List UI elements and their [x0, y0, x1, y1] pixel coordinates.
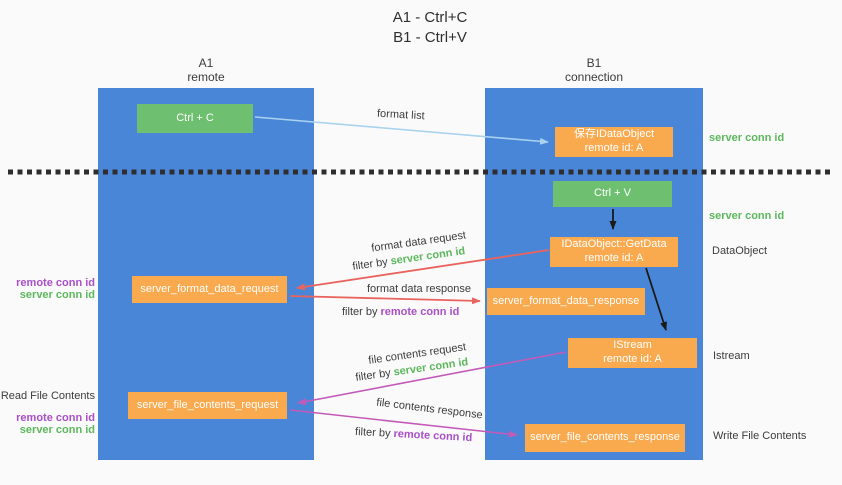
left-remote-conn-id-label: remote conn id: [16, 277, 95, 289]
file-contents-response-label: file contents response: [375, 396, 484, 422]
server-format-data-response-node: server_format_data_response: [487, 288, 645, 315]
server-file-contents-response-label: server_file_contents_response: [530, 431, 680, 444]
right-column-role: connection: [564, 70, 624, 85]
save-idataobject-line2: remote id: A: [584, 142, 644, 154]
format-data-response-arrow: [289, 295, 481, 305]
istream-line2: remote id: A: [603, 353, 662, 365]
format-data-response-label: format data response: [367, 283, 471, 295]
title-line-2: B1 - Ctrl+V: [393, 29, 467, 47]
left-server-conn-id-label-2: server conn id: [19, 424, 95, 436]
server-format-data-request-node: server_format_data_request: [132, 276, 287, 303]
left-conn-id-labels-top: remote conn id server conn id: [0, 277, 95, 301]
filter-by-text: filter by: [354, 425, 391, 440]
save-idataobject-line1: 保存IDataObject: [573, 128, 655, 141]
left-column-header: A1 remote: [98, 56, 314, 85]
right-column-header: B1 connection: [485, 56, 703, 85]
read-file-contents-label: Read File Contents: [0, 390, 95, 402]
format-list-label: format list: [376, 107, 425, 123]
istream-node: IStream remote id: A: [568, 338, 697, 368]
filter-by-text: filter by: [342, 306, 378, 318]
idataobject-getdata-line2: remote id: A: [584, 252, 644, 264]
right-column-name: B1: [586, 56, 602, 70]
left-server-conn-id-label: server conn id: [19, 289, 95, 301]
idataobject-getdata-line1: IDataObject::GetData: [561, 238, 667, 251]
save-idataobject-node: 保存IDataObject remote id: A: [555, 127, 673, 157]
remote-conn-id-text: remote conn id: [380, 306, 460, 318]
filter-by-text: filter by: [351, 256, 389, 273]
write-file-contents-label: Write File Contents: [713, 430, 807, 442]
ctrl-c-label: Ctrl + C: [176, 111, 214, 124]
left-column-name: A1: [198, 56, 214, 70]
server-file-contents-response-node: server_file_contents_response: [525, 424, 685, 452]
left-remote-conn-id-label-2: remote conn id: [16, 412, 95, 424]
right-server-conn-id-label-top: server conn id: [709, 132, 785, 144]
idataobject-getdata-node: IDataObject::GetData remote id: A: [550, 237, 678, 267]
ctrl-c-node: Ctrl + C: [137, 104, 253, 133]
istream-side-label: Istream: [713, 350, 750, 362]
ctrl-v-label: Ctrl + V: [594, 187, 631, 200]
left-conn-id-labels-bottom: remote conn id server conn id: [0, 412, 95, 436]
server-file-contents-request-label: server_file_contents_request: [136, 398, 279, 411]
dataobject-label: DataObject: [712, 245, 768, 257]
filter-by-text: filter by: [354, 367, 392, 384]
left-column-role: remote: [187, 70, 225, 85]
diagram-title: A1 - Ctrl+C B1 - Ctrl+V: [340, 8, 520, 49]
server-format-data-response-label: server_format_data_response: [492, 294, 640, 307]
remote-conn-id-text: remote conn id: [393, 427, 473, 445]
title-line-1: A1 - Ctrl+C: [392, 9, 468, 26]
server-file-contents-request-node: server_file_contents_request: [128, 392, 287, 419]
right-server-conn-id-label-mid: server conn id: [709, 210, 785, 222]
server-format-data-request-label: server_format_data_request: [140, 282, 279, 295]
ctrl-v-node: Ctrl + V: [553, 181, 672, 207]
istream-line1: IStream: [613, 339, 652, 352]
